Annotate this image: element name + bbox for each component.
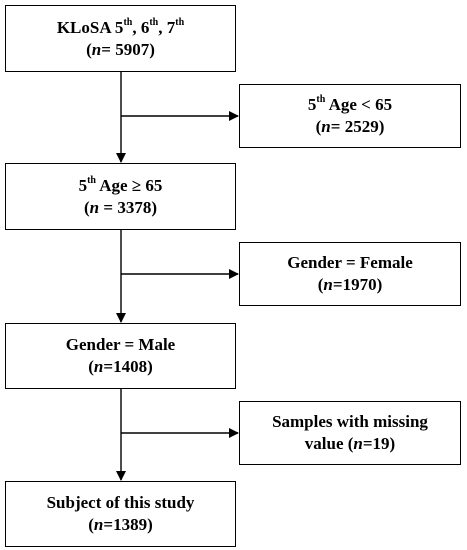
start-n-value: = 5907) (101, 39, 155, 59)
flow-box-male: Gender = Male (n=1408) (5, 323, 236, 389)
age65-count: (n = 3378) (84, 197, 157, 217)
excl-missing-label-2: value ( (304, 434, 354, 453)
start-sup-3: th (175, 16, 185, 28)
excl-age-n-value: = 2529) (330, 117, 385, 136)
start-sup-2: th (149, 16, 159, 28)
flow-box-start: KLoSA 5th, 6th, 7th (n= 5907) (5, 5, 236, 72)
male-n-value: =1408) (103, 357, 153, 376)
exclusion-box-age: 5th Age < 65 (n= 2529) (239, 84, 461, 148)
start-sup-1: th (123, 16, 133, 28)
start-n-symbol: n (91, 39, 102, 59)
excl-female-count: (n=1970) (317, 275, 383, 294)
excl-age-n-symbol: n (321, 117, 331, 136)
excl-age-sup: th (316, 94, 326, 106)
excl-female-n-value: =1970) (332, 275, 383, 294)
final-n-value: =1389) (103, 515, 153, 534)
excl-age-label: Age < 65 (325, 95, 393, 114)
age65-title: 5th Age ≥ 65 (79, 175, 163, 197)
flow-box-final: Subject of this study (n=1389) (5, 481, 236, 547)
excl-female-n-symbol: n (323, 275, 333, 294)
male-n-symbol: n (93, 357, 104, 376)
start-title-text: KLoSA 5 (56, 17, 124, 37)
excl-age-prefix: 5 (307, 95, 317, 114)
final-n-symbol: n (93, 515, 104, 534)
start-title: KLoSA 5th, 6th, 7th (57, 17, 184, 39)
excl-missing-label: Samples with missing (272, 412, 428, 431)
age65-label: Age ≥ 65 (95, 175, 163, 195)
age65-sup: th (87, 174, 96, 186)
start-title-text-2: , 6 (132, 17, 150, 37)
excl-missing-n-value: =19) (362, 434, 396, 453)
start-count: (n= 5907) (86, 39, 155, 59)
exclusion-box-female: Gender = Female (n=1970) (239, 242, 461, 306)
flow-box-age65: 5th Age ≥ 65 (n = 3378) (5, 163, 236, 230)
excl-female-label: Gender = Female (287, 253, 413, 272)
excl-age-count: (n= 2529) (315, 117, 385, 136)
exclusion-box-missing: Samples with missing value (n=19) (239, 401, 461, 465)
age65-n-value: = 3378) (99, 197, 157, 217)
male-count: (n=1408) (88, 357, 153, 376)
final-count: (n=1389) (88, 515, 153, 534)
male-label: Gender = Male (65, 335, 176, 354)
age65-prefix: 5 (78, 175, 88, 195)
start-title-text-3: , 7 (158, 17, 176, 37)
final-label: Subject of this study (46, 493, 195, 512)
age65-n-symbol: n (89, 197, 100, 217)
excl-missing-count: value (n=19) (305, 433, 395, 455)
excl-missing-n-symbol: n (353, 434, 363, 453)
excl-age-title: 5th Age < 65 (308, 94, 392, 116)
